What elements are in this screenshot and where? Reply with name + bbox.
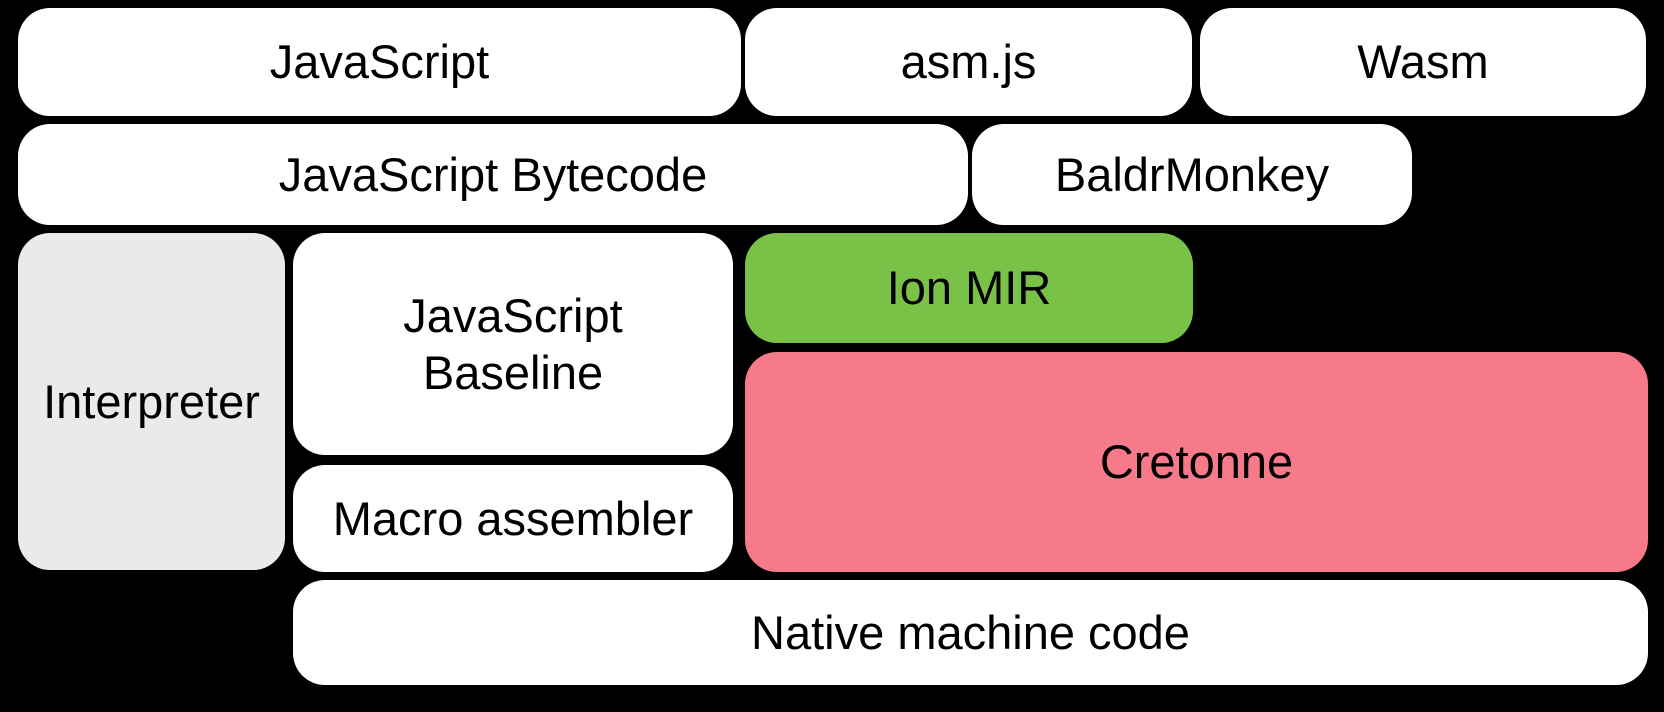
node-native-machine-code-label: Native machine code (751, 605, 1190, 659)
node-asm-js-label: asm.js (900, 35, 1037, 89)
node-wasm: Wasm (1200, 8, 1646, 116)
node-javascript: JavaScript (18, 8, 741, 116)
node-ion-mir: Ion MIR (745, 233, 1193, 343)
node-baldrmonkey-label: BaldrMonkey (1054, 147, 1330, 201)
node-cretonne-label: Cretonne (1099, 435, 1294, 489)
node-interpreter-label: Interpreter (43, 374, 260, 428)
node-wasm-label: Wasm (1357, 35, 1489, 89)
node-cretonne: Cretonne (745, 352, 1648, 572)
node-macro-assembler: Macro assembler (293, 465, 733, 572)
node-javascript-label: JavaScript (269, 35, 490, 89)
node-native-machine-code: Native machine code (293, 580, 1648, 685)
node-interpreter: Interpreter (18, 233, 285, 570)
node-javascript-baseline-label: JavaScript Baseline (403, 288, 623, 399)
node-baldrmonkey: BaldrMonkey (972, 124, 1412, 225)
node-javascript-bytecode: JavaScript Bytecode (18, 124, 968, 225)
node-javascript-baseline: JavaScript Baseline (293, 233, 733, 455)
node-asm-js: asm.js (745, 8, 1192, 116)
node-ion-mir-label: Ion MIR (886, 261, 1052, 315)
node-javascript-bytecode-label: JavaScript Bytecode (278, 147, 708, 201)
node-macro-assembler-label: Macro assembler (332, 491, 694, 545)
